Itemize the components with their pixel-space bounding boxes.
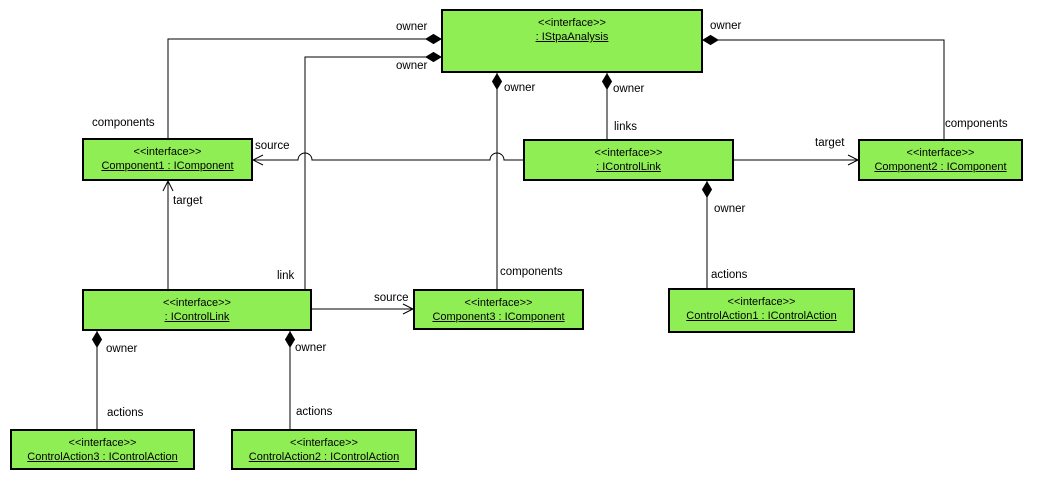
node-stereotype: <<interface>>: [163, 297, 231, 309]
node-controlaction3: <<interface>> ControlAction3 : IControlA…: [10, 429, 195, 470]
edge-stpa-component2: [702, 34, 945, 139]
node-name: : IControlLink: [596, 161, 661, 173]
edge-label-components: components: [92, 117, 155, 129]
edge-controllink-lower-target: [162, 179, 174, 289]
edge-stpa-component3: [491, 73, 503, 289]
edge-label-owner: owner: [106, 343, 138, 355]
node-component3: <<interface>> Component3 : IComponent: [413, 289, 584, 330]
node-controllink-upper: <<interface>> : IControlLink: [523, 139, 734, 181]
node-name: Component2 : IComponent: [874, 161, 1007, 173]
node-name: : IStpaAnalysis: [535, 31, 609, 43]
edge-label-source: source: [255, 140, 290, 152]
edge-label-target: target: [173, 195, 203, 207]
edge-controllink-lower-source: [312, 303, 415, 315]
edge-label-components: components: [945, 118, 1008, 130]
node-stereotype: <<interface>>: [68, 437, 137, 449]
node-stereotype: <<interface>>: [727, 296, 796, 308]
edge-label-owner: owner: [714, 203, 746, 215]
edge-label-owner: owner: [295, 342, 327, 354]
edge-label-owner: owner: [710, 20, 742, 32]
edge-label-actions: actions: [296, 406, 333, 418]
edge-label-components: components: [500, 266, 563, 278]
edge-label-actions: actions: [107, 407, 144, 419]
node-controllink-lower: <<interface>> : IControlLink: [82, 289, 312, 331]
node-name: : IControlLink: [164, 311, 230, 323]
node-stereotype: <<interface>>: [133, 146, 202, 158]
edge-label-owner: owner: [396, 21, 428, 33]
edge-label-actions: actions: [711, 269, 748, 281]
node-name: ControlAction3 : IControlAction: [27, 451, 178, 463]
node-stereotype: <<interface>>: [290, 437, 358, 449]
node-istpa-analysis: <<interface>> : IStpaAnalysis: [441, 9, 703, 73]
edge-controllink-upper-source: [251, 152, 523, 166]
node-name: ControlAction2 : IControlAction: [248, 451, 400, 463]
node-component2: <<interface>> Component2 : IComponent: [858, 139, 1023, 181]
node-name: ControlAction1 : IControlAction: [686, 310, 837, 322]
edge-label-link: link: [277, 270, 295, 282]
node-stereotype: <<interface>>: [594, 147, 663, 159]
node-component1: <<interface>> Component1 : IComponent: [82, 138, 253, 181]
edge-stpa-component1: [167, 33, 442, 138]
edge-stpa-controllink-upper: [601, 73, 613, 139]
node-stereotype: <<interface>>: [906, 147, 975, 159]
node-stereotype: <<interface>>: [538, 17, 606, 29]
node-name: Component1 : IComponent: [101, 160, 234, 172]
edge-stpa-controllink-lower: [304, 51, 442, 289]
node-controlaction2: <<interface>> ControlAction2 : IControlA…: [231, 429, 417, 470]
edge-label-source: source: [374, 292, 409, 304]
edge-controllink-lower-controlaction3: [91, 331, 103, 429]
edge-label-target: target: [815, 137, 845, 149]
edge-label-links: links: [614, 121, 638, 133]
edge-label-owner: owner: [504, 82, 536, 94]
edge-controllink-upper-target: [734, 154, 860, 166]
node-name: Component3 : IComponent: [432, 311, 565, 323]
edge-controllink-lower-controlaction2: [284, 331, 296, 429]
node-stereotype: <<interface>>: [464, 297, 533, 309]
node-controlaction1: <<interface>> ControlAction1 : IControlA…: [668, 288, 855, 333]
edge-label-owner: owner: [396, 60, 428, 72]
edge-controllink-upper-controlaction1: [701, 181, 713, 288]
edge-label-owner: owner: [613, 83, 645, 95]
